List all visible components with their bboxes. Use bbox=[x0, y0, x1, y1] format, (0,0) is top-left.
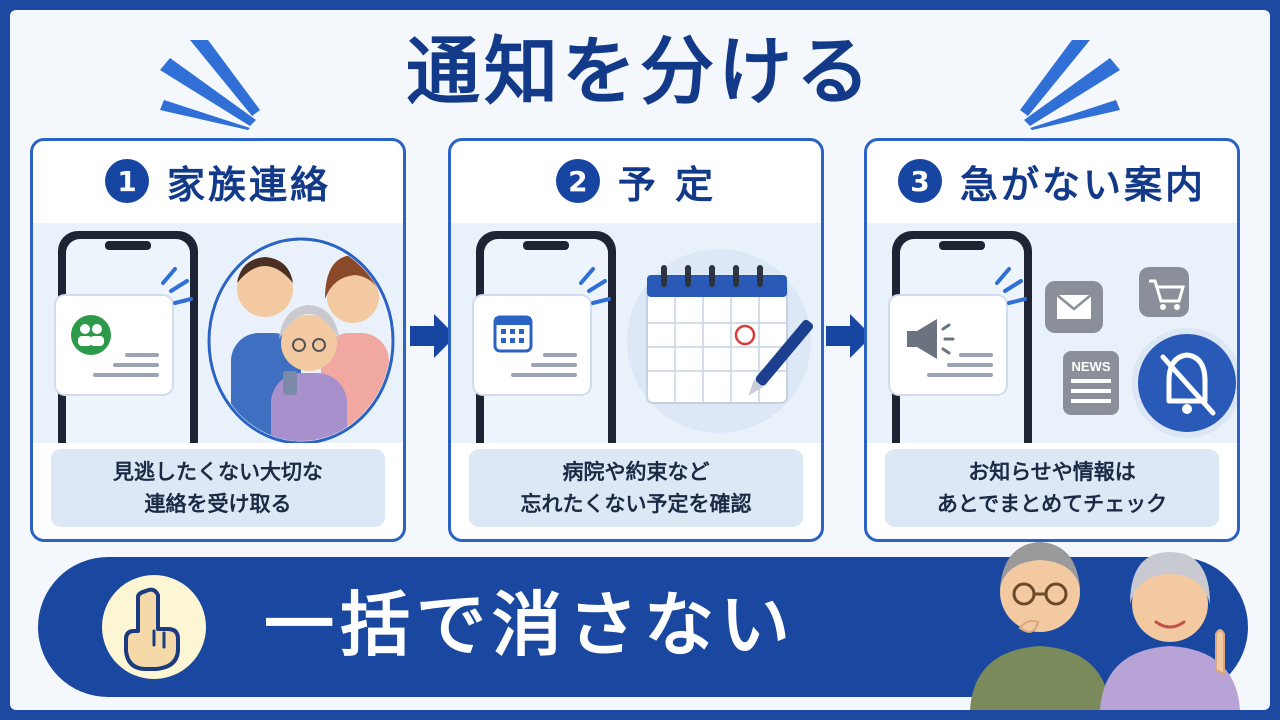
banner-message: 一括で消さない bbox=[264, 584, 796, 666]
card-title: 急がない案内 bbox=[959, 162, 1206, 207]
step-number-badge: 3 bbox=[897, 159, 942, 203]
schedule-illustration bbox=[472, 231, 814, 443]
arrow-right-icon bbox=[826, 314, 872, 358]
card-family-contact: 1 家族連絡 bbox=[30, 138, 406, 542]
card-header: 2 予 定 bbox=[451, 141, 821, 221]
elderly-couple-illustration bbox=[970, 542, 1240, 710]
caption-line-2: あとでまとめてチェック bbox=[936, 492, 1168, 516]
card-title: 予 定 bbox=[617, 162, 717, 207]
contacts-icon bbox=[71, 315, 111, 355]
step-number-badge: 1 bbox=[104, 159, 149, 203]
card-caption: お知らせや情報は あとでまとめてチェック bbox=[885, 449, 1219, 527]
caption-line-1: お知らせや情報は bbox=[968, 460, 1136, 484]
burst-lines-left bbox=[160, 40, 260, 130]
news-label: NEWS bbox=[1072, 359, 1111, 374]
card-illustration bbox=[451, 223, 821, 443]
card-schedule: 2 予 定 bbox=[448, 138, 824, 542]
card-illustration bbox=[33, 223, 403, 443]
card-illustration: NEWS bbox=[867, 223, 1237, 443]
card-header: 1 家族連絡 bbox=[33, 141, 403, 221]
card-caption: 見逃したくない大切な 連絡を受け取る bbox=[51, 449, 385, 527]
infographic-frame: 通知を分ける 1 家族連絡 bbox=[10, 10, 1270, 710]
arrow-right-icon bbox=[410, 314, 456, 358]
page-title: 通知を分ける bbox=[406, 29, 874, 115]
card-non-urgent: 3 急がない案内 bbox=[864, 138, 1240, 542]
card-title: 家族連絡 bbox=[166, 162, 331, 207]
megaphone-icon bbox=[907, 319, 955, 359]
caption-line-1: 病院や約束など bbox=[562, 460, 710, 484]
caption-line-1: 見逃したくない大切な bbox=[113, 460, 323, 484]
card-header: 3 急がない案内 bbox=[867, 141, 1237, 221]
pointing-hand-badge bbox=[102, 575, 206, 679]
caption-line-2: 忘れたくない予定を確認 bbox=[520, 492, 752, 516]
notification-card-icon bbox=[888, 294, 1008, 396]
caption-line-2: 連絡を受け取る bbox=[144, 492, 292, 516]
pointing-hand-icon bbox=[124, 587, 180, 671]
non-urgent-illustration: NEWS bbox=[888, 231, 1237, 443]
family-contact-illustration bbox=[54, 231, 395, 443]
notification-card-icon bbox=[54, 294, 174, 396]
step-number-badge: 2 bbox=[555, 159, 600, 203]
burst-lines-right bbox=[1020, 40, 1120, 130]
card-caption: 病院や約束など 忘れたくない予定を確認 bbox=[469, 449, 803, 527]
